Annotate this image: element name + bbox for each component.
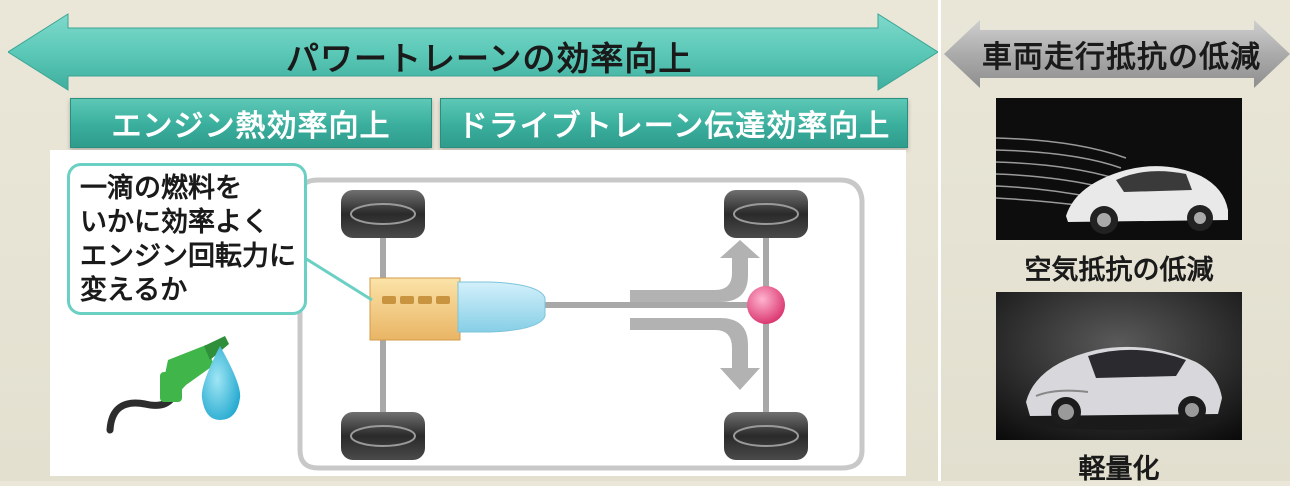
engine-block [369, 277, 461, 341]
bubble-line-3: エンジン回転力に [80, 241, 296, 272]
power-flow-arrow-down [630, 318, 760, 390]
car-body-outline [297, 177, 865, 471]
front-left-tire [341, 190, 425, 238]
bubble-pointer [299, 253, 373, 302]
front-right-tire [341, 412, 425, 460]
engine-efficiency-box: エンジン熱効率向上 [70, 98, 432, 148]
differential [747, 286, 785, 324]
resistance-double-arrow [944, 20, 1290, 88]
resistance-title: 車両走行抵抗の低減 [982, 40, 1261, 75]
bubble-line-4: 変えるか [80, 275, 188, 306]
lightweight-car-photo [996, 292, 1242, 440]
aero-caption: 空気抵抗の低減 [1024, 255, 1214, 286]
drivetrain-efficiency-box: ドライブトレーン伝達効率向上 [440, 98, 908, 148]
fuel-nozzle-icon [106, 336, 229, 434]
chassis-diagram [106, 177, 865, 471]
rear-left-tire [724, 190, 808, 238]
bubble-line-1: 一滴の燃料を [80, 173, 242, 204]
transmission [457, 281, 546, 333]
fuel-drop-icon [201, 346, 241, 420]
bubble-line-2: いかに効率よく [80, 207, 269, 238]
powertrain-double-arrow [8, 13, 938, 91]
weight-caption: 軽量化 [1078, 454, 1160, 485]
aero-car-photo [996, 98, 1242, 240]
speech-bubble: 一滴の燃料を いかに効率よく エンジン回転力に 変えるか [67, 163, 307, 315]
rear-right-tire [724, 412, 808, 460]
power-flow-arrow-up [630, 240, 760, 302]
powertrain-title: パワートレーンの効率向上 [286, 39, 693, 78]
